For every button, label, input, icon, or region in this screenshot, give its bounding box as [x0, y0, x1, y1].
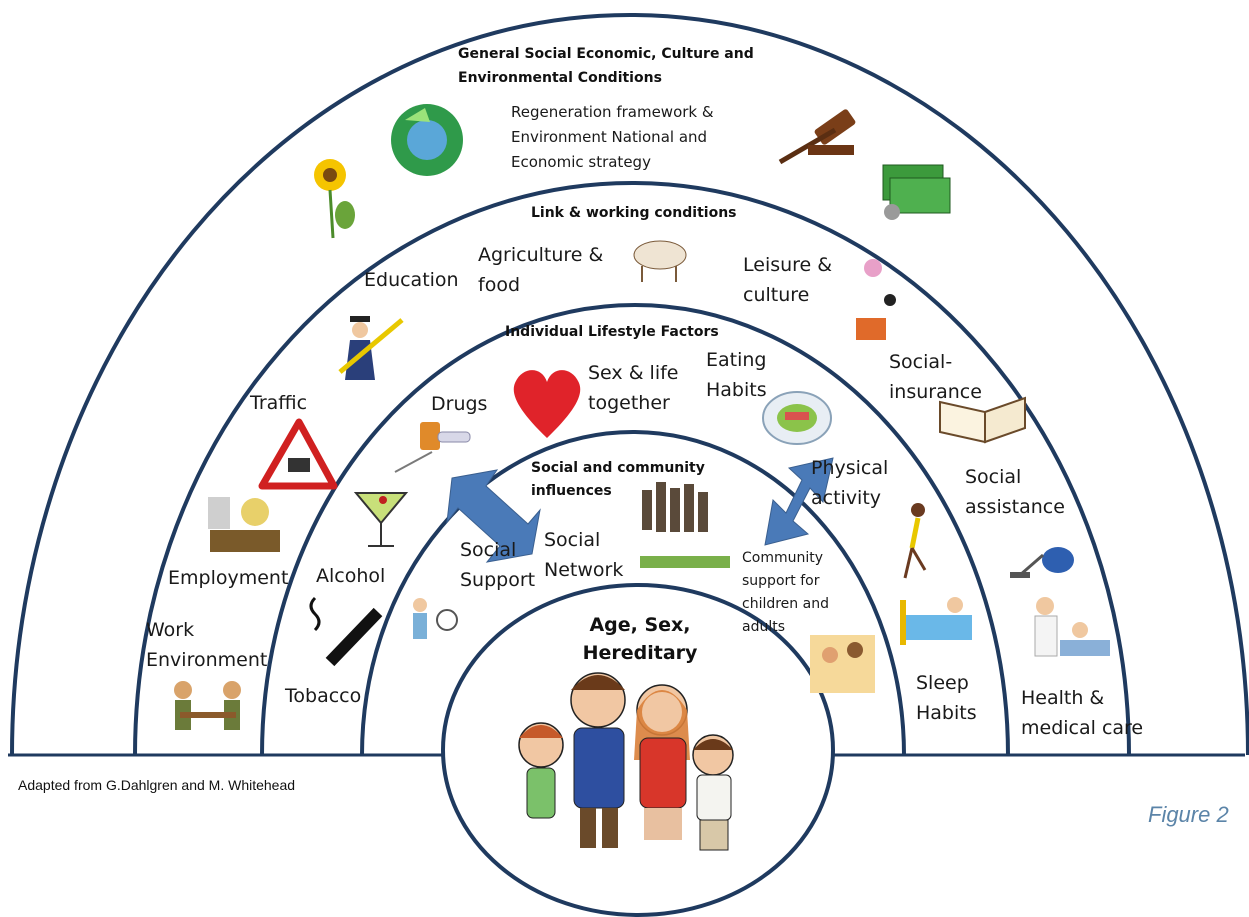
cows-icon — [633, 240, 687, 282]
book-icon — [939, 396, 1026, 444]
label-social-insurance-line1: Social- — [889, 351, 953, 373]
label-sex-life-line1: Sex & life — [588, 362, 679, 384]
outer-layer-text-line3: Economic strategy — [511, 153, 651, 171]
label-social-assistance-line2: assistance — [965, 496, 1065, 518]
vacuum-icon — [1010, 547, 1074, 578]
outer-layer-title-line2: Environmental Conditions — [458, 70, 662, 86]
label-education: Education — [364, 269, 459, 291]
label-work-environment-line1: Work — [146, 619, 195, 641]
runner-icon — [903, 503, 927, 579]
label-alcohol: Alcohol — [316, 565, 386, 587]
heart-icon — [513, 370, 581, 438]
label-social-insurance-line2: insurance — [889, 381, 982, 403]
money-icon — [882, 164, 951, 220]
working-layer-title: Link & working conditions — [531, 205, 737, 221]
outer-layer-text-line2: Environment National and — [511, 128, 708, 146]
lifestyle-layer-title: Individual Lifestyle Factors — [505, 324, 719, 340]
workers-icon — [174, 681, 241, 730]
label-eating-line2: Habits — [706, 379, 767, 401]
outer-layer-text-line1: Regeneration framework & — [511, 103, 714, 121]
doctor-patient-icon — [1034, 597, 1110, 657]
core-title-line2: Hereditary — [582, 642, 698, 664]
lifestyle-arc — [260, 303, 1010, 756]
figure-label: Figure 2 — [1148, 802, 1229, 827]
label-work-environment-line2: Environment — [146, 649, 268, 671]
crowd-icon — [640, 482, 730, 568]
gavel-icon — [778, 109, 856, 165]
label-drugs: Drugs — [431, 393, 488, 415]
food-plate-icon — [762, 391, 832, 445]
label-social-assistance-line1: Social — [965, 466, 1022, 488]
community-layer-title-line2: influences — [531, 483, 612, 499]
family-reading-icon — [810, 635, 875, 693]
graduate-icon — [338, 316, 404, 380]
label-sleep-line2: Habits — [916, 702, 977, 724]
core-title-line1: Age, Sex, — [589, 614, 691, 636]
label-tobacco: Tobacco — [285, 685, 362, 707]
label-health-line2: medical care — [1021, 717, 1144, 739]
outer-arc — [10, 13, 1249, 756]
sunflower-icon — [314, 159, 355, 239]
label-community-line4: adults — [742, 619, 786, 635]
source-caption: Adapted from G.Dahlgren and M. Whitehead — [18, 777, 296, 793]
working-arc — [133, 181, 1131, 756]
label-agriculture-line2: food — [478, 274, 520, 296]
martini-icon — [353, 492, 409, 547]
employment-icon — [208, 497, 280, 552]
double-arrow-right-icon — [764, 457, 834, 546]
community-arc — [360, 430, 906, 756]
label-sleep-line1: Sleep — [916, 672, 969, 694]
label-physical-line1: Physical — [811, 457, 889, 479]
label-traffic: Traffic — [250, 392, 308, 414]
label-social-network-line2: Network — [544, 559, 624, 581]
traffic-sign-icon — [258, 418, 338, 490]
label-employment: Employment — [168, 567, 289, 589]
cigarette-icon — [309, 596, 383, 667]
recycle-globe-icon — [391, 104, 463, 176]
label-health-line1: Health & — [1021, 687, 1105, 709]
label-agriculture-line1: Agriculture & — [478, 244, 604, 266]
label-community-line3: children and — [742, 596, 829, 612]
label-physical-line2: activity — [811, 487, 882, 509]
community-layer-title-line1: Social and community — [531, 460, 705, 476]
label-leisure-line2: culture — [743, 284, 810, 306]
double-arrow-left-icon — [446, 469, 541, 563]
caregiver-icon — [413, 598, 458, 639]
label-sex-life-line2: together — [588, 392, 670, 414]
label-community-line1: Community — [742, 550, 824, 566]
label-social-support-line1: Social — [460, 539, 517, 561]
sleeping-child-icon — [900, 597, 972, 645]
label-social-support-line2: Support — [460, 569, 536, 591]
family-icon — [518, 672, 734, 851]
leisure-items-icon — [856, 259, 896, 340]
label-community-line2: support for — [742, 573, 820, 589]
outer-layer-title-line1: General Social Economic, Culture and — [458, 46, 754, 62]
label-social-network-line1: Social — [544, 529, 601, 551]
label-leisure-line1: Leisure & — [743, 254, 833, 276]
pills-icon — [394, 422, 471, 473]
label-eating-line1: Eating — [706, 349, 767, 371]
